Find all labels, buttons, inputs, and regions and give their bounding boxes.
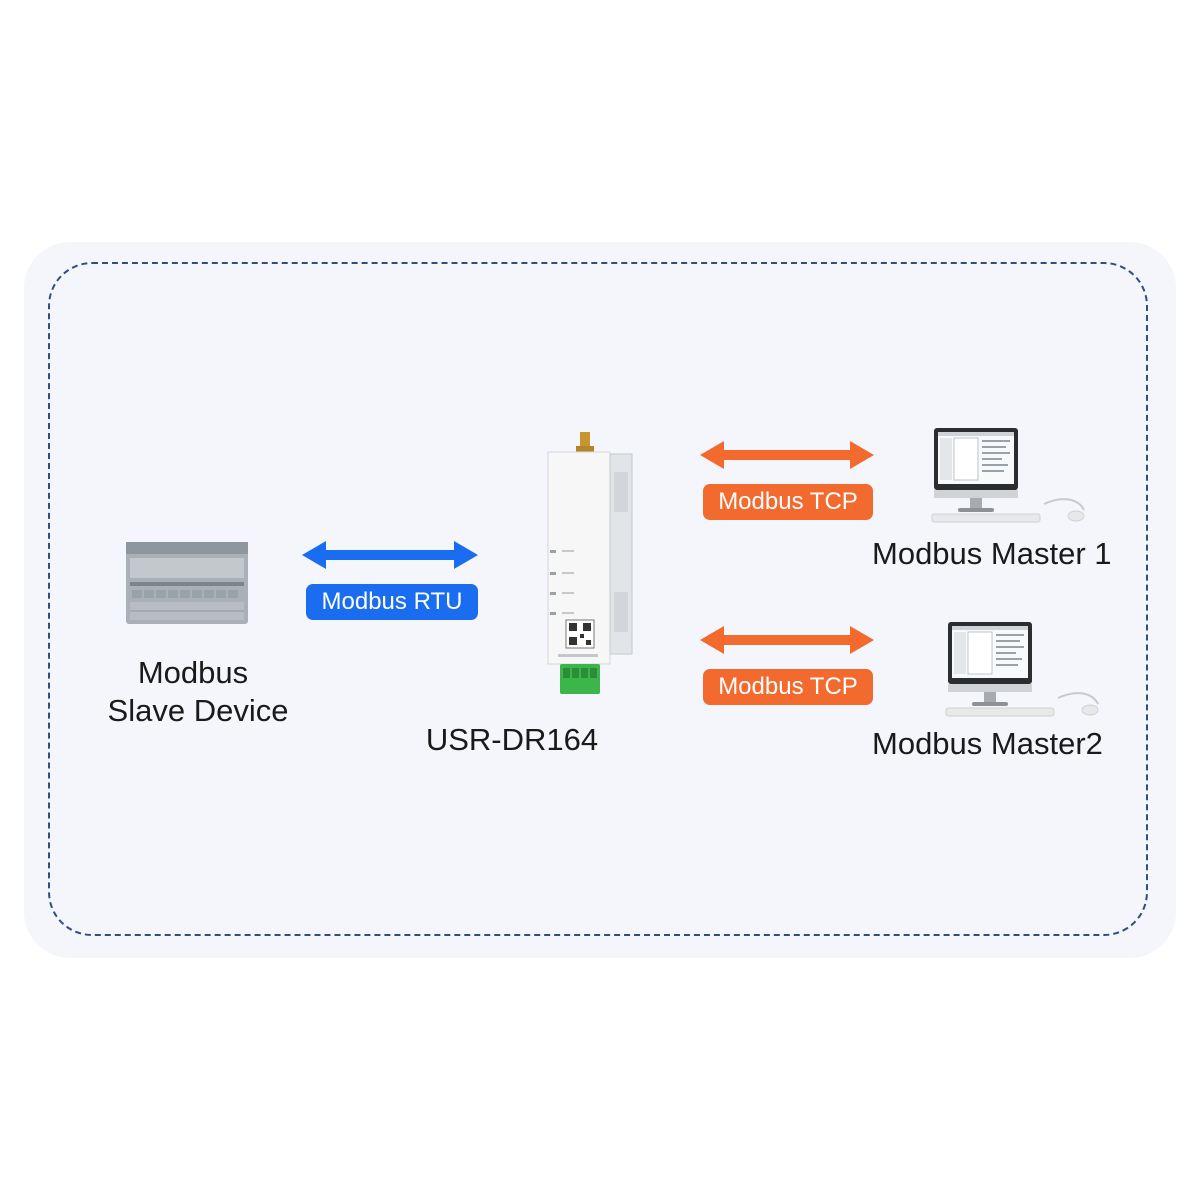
plc-device-icon	[126, 542, 248, 624]
tcp2-double-arrow-icon	[700, 626, 874, 654]
tcp1-double-arrow-icon	[700, 441, 874, 469]
modbus-tcp-badge-1: Modbus TCP	[703, 484, 873, 520]
slave-device-label-line2: Slave Device	[107, 693, 289, 728]
modbus-rtu-badge: Modbus RTU	[306, 584, 478, 620]
din-rail-gateway-icon	[547, 432, 633, 694]
desktop-computer-icon	[931, 428, 1085, 523]
master2-label: Modbus Master2	[872, 726, 1103, 761]
gateway-label: USR-DR164	[425, 722, 599, 757]
rtu-double-arrow-icon	[302, 541, 478, 569]
dashed-frame	[48, 262, 1148, 936]
slave-device-label-line1: Modbus	[137, 655, 249, 690]
master1-label: Modbus Master 1	[872, 536, 1112, 571]
desktop-computer-icon	[945, 622, 1099, 717]
modbus-tcp-badge-2: Modbus TCP	[703, 669, 873, 705]
